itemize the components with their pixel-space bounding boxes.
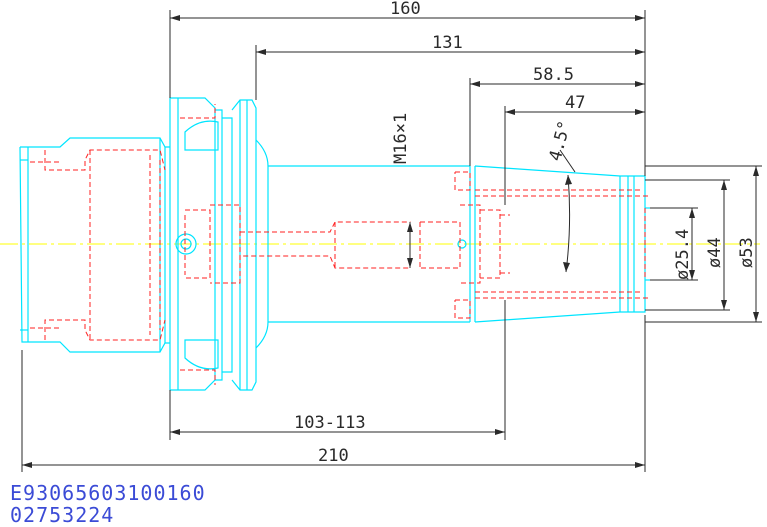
dim-131: 131	[432, 33, 463, 53]
dimension-labels: 160 131 58.5 47 M16×1 4.5° ø25.4 ø44 ø53…	[294, 0, 757, 466]
dim-58-5: 58.5	[533, 65, 574, 85]
dim-103-113: 103-113	[294, 413, 366, 433]
dim-dia-44: ø44	[705, 237, 725, 268]
part-code-line-1: E93065603100160	[10, 481, 206, 505]
dimension-lines	[21, 10, 762, 472]
dim-47: 47	[565, 93, 585, 113]
dim-dia-53: ø53	[737, 237, 757, 268]
dimension-arrows	[22, 15, 759, 468]
dim-160: 160	[390, 0, 421, 19]
dim-dia-25-4: ø25.4	[673, 229, 693, 280]
holder-outline	[19, 97, 650, 391]
hidden-lines	[30, 104, 650, 385]
dim-thread: M16×1	[391, 113, 411, 164]
part-code-line-2: 02753224	[10, 503, 115, 527]
dim-210: 210	[318, 446, 349, 466]
dim-angle: 4.5°	[546, 119, 576, 164]
